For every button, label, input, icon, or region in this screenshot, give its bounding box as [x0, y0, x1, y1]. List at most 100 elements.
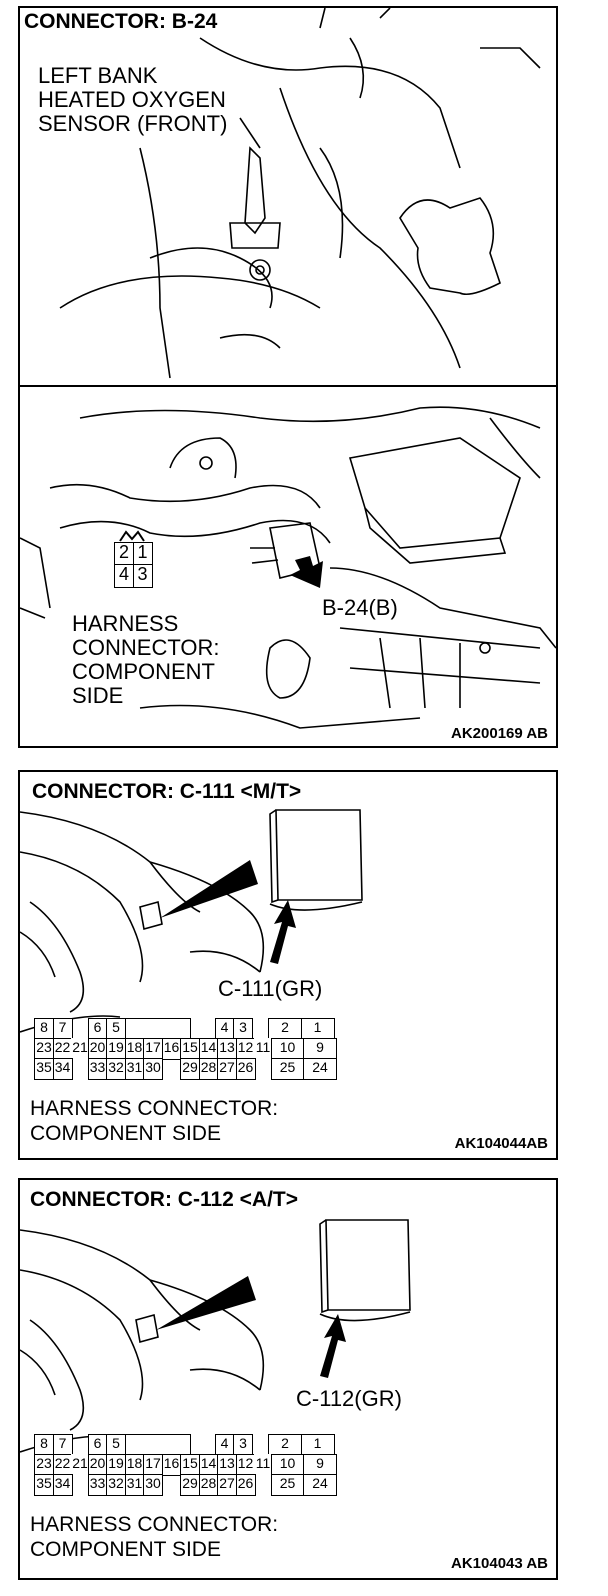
pin-19: 19 [106, 1454, 126, 1476]
pin-34: 34 [52, 1058, 73, 1080]
pin-30: 30 [143, 1058, 163, 1080]
pin-3: 3 [132, 564, 153, 588]
pin-19: 19 [106, 1038, 126, 1060]
pin-blank [71, 1058, 89, 1080]
pin-11: 11 [254, 1454, 272, 1476]
pin-blank [124, 1434, 191, 1456]
pin-11: 11 [254, 1038, 272, 1060]
pin-5: 5 [106, 1018, 126, 1040]
reference-code: AK104044AB [454, 1135, 548, 1152]
pin-25: 25 [270, 1474, 305, 1496]
panel-title: CONNECTOR: B-24 [24, 10, 218, 33]
pin-15: 15 [180, 1454, 200, 1476]
pin-9: 9 [303, 1454, 337, 1476]
pin-7: 7 [52, 1434, 73, 1456]
connector-key-icon [119, 530, 145, 542]
pin-16: 16 [161, 1454, 182, 1476]
harness-label-line2: CONNECTOR: [72, 635, 220, 660]
pin-8: 8 [34, 1434, 54, 1456]
callout-arrow-icon [320, 1314, 346, 1378]
pointer-wedge-icon [160, 860, 258, 918]
pin-18: 18 [124, 1038, 145, 1060]
harness-label-line1: HARNESS CONNECTOR: [30, 1097, 279, 1120]
pin-22: 22 [52, 1038, 73, 1060]
pin-33: 33 [87, 1058, 108, 1080]
dashboard-illustration [20, 809, 363, 1033]
pin-3: 3 [233, 1018, 253, 1040]
pin-25: 25 [270, 1058, 305, 1080]
pin-28: 28 [198, 1058, 219, 1080]
pin-blank [71, 1018, 89, 1040]
panel-title: CONNECTOR: C-112 <A/T> [30, 1188, 299, 1211]
pin-7: 7 [52, 1018, 73, 1040]
pointer-wedge-icon [156, 1276, 256, 1330]
pin-blank [254, 1474, 272, 1496]
pin-blank [162, 1474, 182, 1496]
pin-27: 27 [217, 1474, 237, 1496]
dashboard-illustration [20, 1219, 411, 1453]
sensor-label-line1: LEFT BANK [38, 63, 158, 88]
pin-16: 16 [161, 1038, 182, 1060]
harness-label-line1: HARNESS [72, 611, 179, 636]
pin-26: 26 [235, 1058, 256, 1080]
pin-31: 31 [124, 1474, 145, 1496]
pin-2: 2 [268, 1434, 302, 1456]
harness-label-line2: COMPONENT SIDE [30, 1122, 221, 1145]
pin-18: 18 [124, 1454, 145, 1476]
callout-arrow-icon [270, 900, 296, 964]
pin-34: 34 [52, 1474, 73, 1496]
pin-blank [162, 1058, 182, 1080]
pin-17: 17 [143, 1454, 163, 1476]
pin-2: 2 [114, 542, 134, 566]
pin-29: 29 [180, 1474, 200, 1496]
engine-bay-illustration [20, 8, 556, 729]
pin-blank [124, 1018, 191, 1040]
sensor-label-line2: HEATED OXYGEN [38, 87, 226, 112]
pin-35: 35 [34, 1474, 54, 1496]
sensor-label-line3: SENSOR (FRONT) [38, 111, 228, 136]
harness-label-line4: SIDE [72, 683, 124, 708]
reference-code: AK200169 AB [451, 725, 548, 742]
pin-14: 14 [198, 1038, 219, 1060]
pin-14: 14 [198, 1454, 219, 1476]
pin-3: 3 [233, 1434, 253, 1456]
pin-6: 6 [87, 1434, 108, 1456]
callout-arrow-icon [290, 556, 323, 588]
pin-6: 6 [87, 1018, 108, 1040]
harness-label-line1: HARNESS CONNECTOR: [30, 1513, 279, 1536]
pin-13: 13 [217, 1038, 237, 1060]
pin-12: 12 [235, 1038, 256, 1060]
pin-diagram-b24: 2 1 4 3 [114, 530, 153, 588]
pin-22: 22 [52, 1454, 73, 1476]
pin-blank [252, 1018, 270, 1040]
pin-23: 23 [34, 1454, 54, 1476]
pin-29: 29 [180, 1058, 200, 1080]
pin-5: 5 [106, 1434, 126, 1456]
pin-13: 13 [217, 1454, 237, 1476]
pin-20: 20 [87, 1454, 108, 1476]
connector-callout: B-24(B) [322, 595, 398, 620]
pin-26: 26 [235, 1474, 256, 1496]
pin-24: 24 [303, 1058, 337, 1080]
pin-31: 31 [124, 1058, 145, 1080]
pin-21: 21 [71, 1038, 89, 1060]
pin-30: 30 [143, 1474, 163, 1496]
pin-27: 27 [217, 1058, 237, 1080]
panel-title: CONNECTOR: C-111 <M/T> [32, 780, 302, 803]
pin-10: 10 [270, 1038, 305, 1060]
pin-33: 33 [87, 1474, 108, 1496]
pin-4: 4 [214, 1018, 235, 1040]
pin-1: 1 [300, 1018, 335, 1040]
pin-1: 1 [300, 1434, 335, 1456]
pin-blank [254, 1058, 272, 1080]
pin-2: 2 [268, 1018, 302, 1040]
